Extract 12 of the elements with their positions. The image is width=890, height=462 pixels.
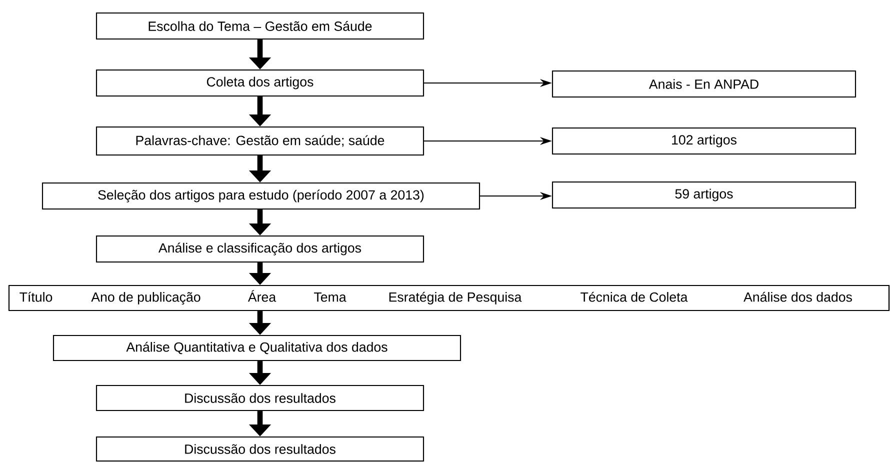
process-box: Análise Quantitativa e Qualitativa dos dados xyxy=(52,334,462,362)
process-box: 59 artigos xyxy=(552,181,856,209)
category-row: Título Ano de publicação Área Tema Esratégia de Pesquisa Técnica de Coleta Análise dos dados xyxy=(8,284,890,312)
process-box: Seleção dos artigos para estudo (período 2007 a 2013) xyxy=(42,182,480,210)
process-box: Escolha do Tema – Gestão em Sáude xyxy=(96,12,424,40)
process-box: Anais - En ANPAD xyxy=(552,70,856,98)
process-box: Palavras-chave: Gestão em saúde; saúde xyxy=(96,126,424,156)
process-box: Discussão dos resultados xyxy=(96,384,424,412)
process-box: Coleta dos artigos xyxy=(96,69,424,97)
process-box: Discussão dos resultados xyxy=(96,436,424,462)
process-box: 102 artigos xyxy=(552,127,856,155)
process-box: Análise e classificação dos artigos xyxy=(96,235,424,263)
